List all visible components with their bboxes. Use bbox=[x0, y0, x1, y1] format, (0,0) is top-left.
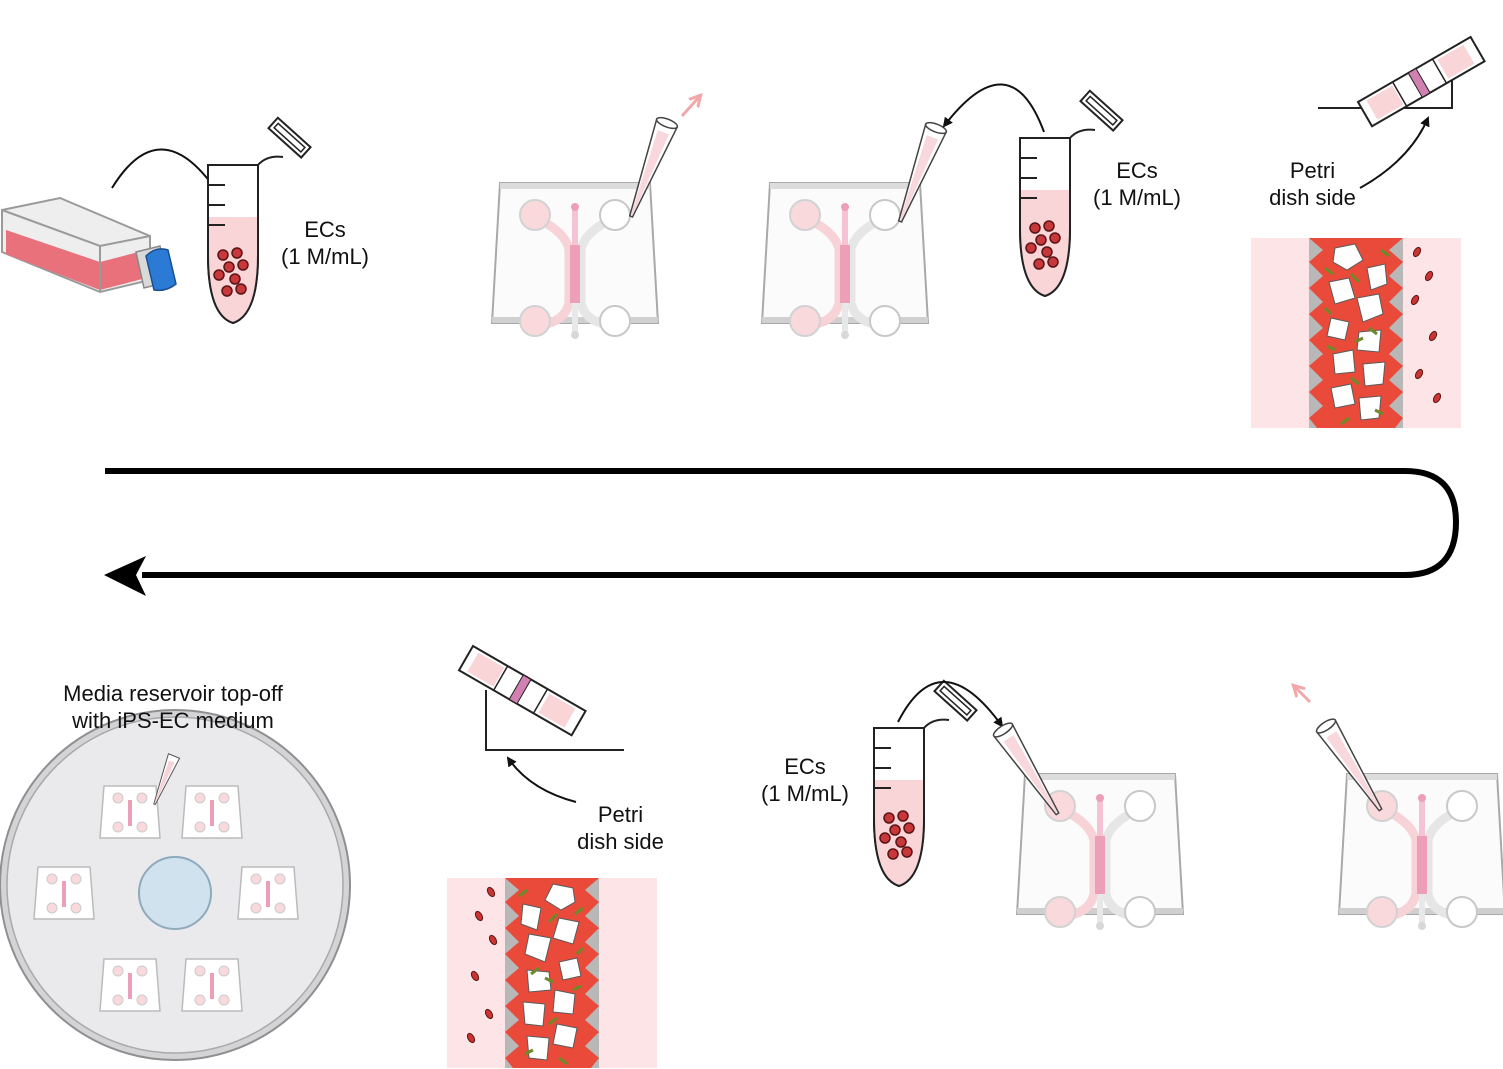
loop-arrow bbox=[105, 468, 1460, 578]
petri-arrow-2 bbox=[506, 756, 577, 803]
transfer-arrow-2 bbox=[942, 83, 1045, 133]
petri-side-2 bbox=[458, 645, 624, 751]
label-ecs-2: ECs(1 M/mL) bbox=[1093, 158, 1181, 210]
pink-arrow-2 bbox=[1294, 686, 1312, 704]
pink-arrow-1 bbox=[680, 96, 700, 118]
tissue-panel-1 bbox=[1249, 236, 1463, 430]
transfer-arrow-1 bbox=[111, 148, 218, 192]
petri-side-1 bbox=[1318, 36, 1486, 128]
tissue-panel-2 bbox=[445, 876, 659, 1069]
tube-3 bbox=[874, 681, 977, 890]
label-ecs-1: ECs(1 M/mL) bbox=[281, 217, 369, 269]
culture-flask bbox=[0, 196, 177, 294]
petri-dish bbox=[0, 709, 351, 1061]
petri-arrow-1 bbox=[1359, 116, 1430, 189]
loop-arrowhead bbox=[104, 556, 146, 596]
label-ecs-3: ECs(1 M/mL) bbox=[761, 754, 849, 806]
chip-4 bbox=[1339, 774, 1503, 930]
pipette-tip-dish bbox=[153, 753, 181, 806]
transfer-arrow-3 bbox=[897, 681, 1004, 728]
